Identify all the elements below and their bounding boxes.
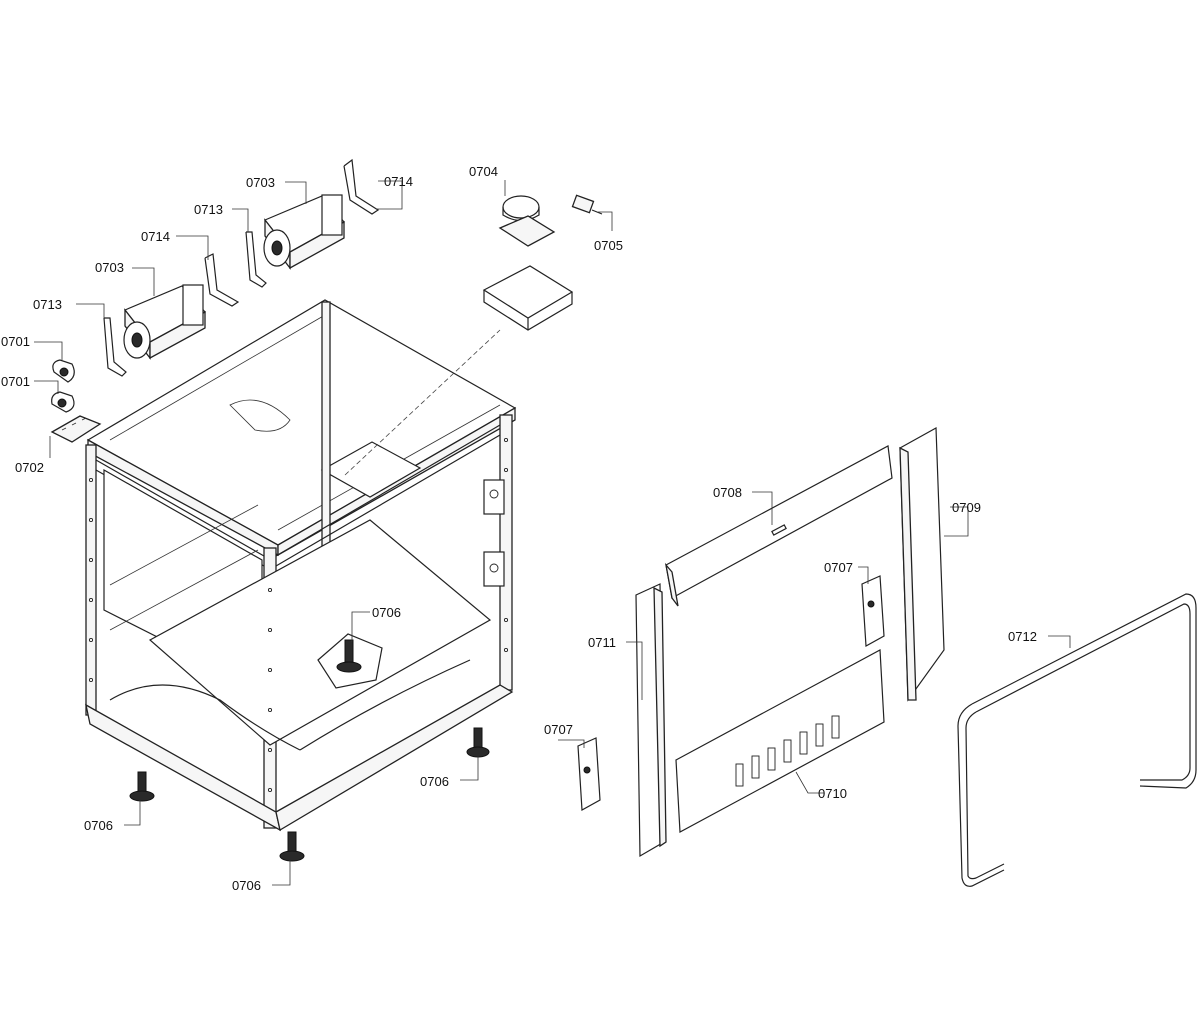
label-0705: 0705 — [594, 238, 623, 253]
sensor-plug — [571, 194, 603, 215]
label-0713-upper: 0713 — [194, 202, 223, 217]
bracket-0713-lower — [103, 317, 127, 377]
rear-panel-0710 — [675, 649, 885, 833]
label-0706-front: 0706 — [232, 878, 261, 893]
label-0706-left: 0706 — [84, 818, 113, 833]
hinge-bracket-0707-lower — [577, 737, 601, 811]
label-0701-lower: 0701 — [1, 374, 30, 389]
label-0709: 0709 — [952, 500, 981, 515]
label-0703-lower: 0703 — [95, 260, 124, 275]
label-0707-upper: 0707 — [824, 560, 853, 575]
label-0703-upper: 0703 — [246, 175, 275, 190]
label-0706-right: 0706 — [420, 774, 449, 789]
bracket-0713-upper — [245, 231, 267, 288]
clip-0701-upper — [52, 359, 75, 383]
label-0702: 0702 — [15, 460, 44, 475]
mounting-tray — [482, 265, 574, 331]
label-0711: 0711 — [588, 635, 616, 650]
side-rail-0709 — [899, 427, 945, 702]
label-0712: 0712 — [1008, 629, 1037, 644]
leveling-foot-center — [336, 639, 362, 673]
hinge-bracket-0707-upper — [861, 575, 885, 647]
leveling-foot-front — [279, 831, 305, 862]
oven-frame — [85, 299, 517, 832]
label-0707-lower: 0707 — [544, 722, 573, 737]
bracket-0714-lower — [204, 253, 240, 307]
clip-0701-lower — [51, 391, 75, 413]
label-0713-lower: 0713 — [33, 297, 62, 312]
label-0701-upper: 0701 — [1, 334, 30, 349]
label-0714-lower: 0714 — [141, 229, 170, 244]
fan-motor-lower — [123, 284, 206, 360]
top-rail-0708 — [664, 445, 893, 607]
label-0706-center: 0706 — [372, 605, 401, 620]
label-0710: 0710 — [818, 786, 847, 801]
side-rail-0711 — [635, 583, 667, 858]
wire-rack-0712 — [957, 593, 1197, 887]
bracket-0714-upper — [343, 158, 380, 215]
leveling-foot-left — [129, 771, 155, 802]
terminal-block — [50, 415, 102, 443]
leader-lines — [34, 180, 1071, 886]
fan-motor-upper — [263, 194, 345, 270]
part-labels: 0701 0701 0702 0713 0703 0714 0713 0703 … — [1, 164, 1037, 893]
label-0708: 0708 — [713, 485, 742, 500]
leveling-foot-right — [466, 727, 490, 758]
label-0704: 0704 — [469, 164, 498, 179]
label-0714-upper: 0714 — [384, 174, 413, 189]
thermostat-switch — [498, 195, 556, 247]
